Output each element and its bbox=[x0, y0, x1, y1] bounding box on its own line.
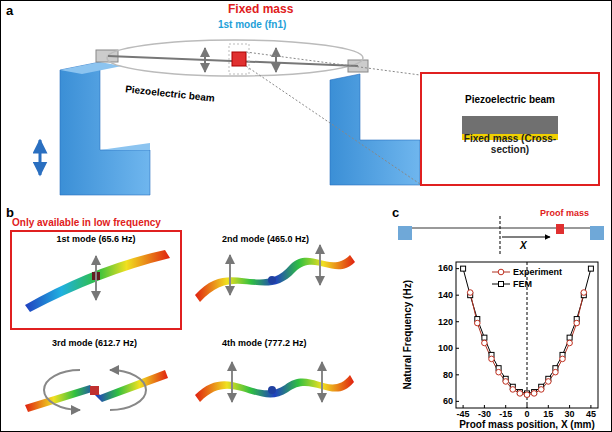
tick bbox=[456, 348, 459, 349]
cross-section bbox=[422, 74, 598, 184]
tick bbox=[456, 374, 459, 375]
tick bbox=[456, 268, 459, 269]
mode-label: 4th mode (777.2 Hz) bbox=[222, 338, 307, 348]
tick-label: -45 bbox=[457, 409, 470, 419]
tick-label: 60 bbox=[443, 396, 453, 406]
axis-title: Natural Frequency (Hz) bbox=[402, 280, 414, 389]
legend-sample bbox=[498, 269, 504, 275]
experiment-marker bbox=[496, 369, 502, 375]
experiment-marker bbox=[467, 290, 473, 296]
tick-label: -30 bbox=[478, 409, 491, 419]
experiment-marker bbox=[524, 392, 530, 398]
frequency-chart bbox=[456, 262, 598, 408]
mode-label: 1st mode (65.6 Hz) bbox=[12, 234, 180, 244]
experiment-marker bbox=[574, 320, 580, 326]
tick bbox=[548, 405, 549, 408]
tick-label: -15 bbox=[499, 409, 512, 419]
fem-marker bbox=[588, 266, 593, 271]
proof-mass-strip bbox=[398, 216, 604, 255]
experiment-marker bbox=[546, 379, 552, 385]
experiment-marker bbox=[503, 379, 509, 385]
box-heading: Only available in low frequency bbox=[12, 217, 161, 228]
panel-letter: c bbox=[392, 206, 399, 221]
mode-label: 2nd mode (465.0 Hz) bbox=[222, 234, 309, 244]
experiment-marker bbox=[510, 387, 516, 393]
experiment-marker bbox=[517, 391, 523, 397]
experiment-line bbox=[470, 293, 584, 395]
experiment-marker bbox=[581, 290, 587, 296]
legend-label: FEM bbox=[513, 279, 532, 289]
tick bbox=[484, 405, 485, 408]
part-label: Piezoelectric beam bbox=[125, 83, 216, 104]
part-label: Fixed mass (Cross-section) bbox=[455, 133, 565, 155]
legend-sample bbox=[499, 282, 504, 287]
tick-label: 45 bbox=[586, 409, 596, 419]
fem-marker bbox=[461, 266, 466, 271]
tick-label: 0 bbox=[524, 409, 529, 419]
tick bbox=[527, 405, 528, 408]
tick-label: 80 bbox=[443, 370, 453, 380]
highlight-box: Only available in low frequency1st mode … bbox=[10, 230, 182, 330]
fem-marker bbox=[482, 335, 487, 340]
axis-symbol: X bbox=[520, 240, 527, 252]
experiment-marker bbox=[489, 356, 495, 362]
tick bbox=[505, 405, 506, 408]
experiment-marker bbox=[538, 387, 544, 393]
plot-frame bbox=[456, 262, 598, 408]
experiment-marker bbox=[567, 340, 573, 346]
tick bbox=[590, 405, 591, 408]
tick-label: 120 bbox=[438, 317, 453, 327]
mode-label: 1st mode (fn1) bbox=[218, 19, 286, 31]
experiment-marker bbox=[531, 391, 537, 397]
panel-letter: a bbox=[6, 4, 13, 19]
tick-label: 100 bbox=[438, 343, 453, 353]
legend-label: Experiment bbox=[513, 267, 562, 277]
tick bbox=[463, 405, 464, 408]
tick-label: 30 bbox=[565, 409, 575, 419]
mass-label: Fixed mass bbox=[228, 3, 293, 17]
tick-label: 15 bbox=[543, 409, 553, 419]
tick-label: 140 bbox=[438, 290, 453, 300]
inset-box: Piezoelectric beamFixed mass (Cross-sect… bbox=[420, 72, 600, 186]
beam-setup bbox=[40, 40, 435, 195]
experiment-marker bbox=[475, 320, 481, 326]
tick bbox=[456, 295, 459, 296]
tick bbox=[456, 401, 459, 402]
mode-label: 3rd mode (612.7 Hz) bbox=[52, 338, 137, 348]
tick-label: 160 bbox=[438, 263, 453, 273]
tick bbox=[456, 321, 459, 322]
experiment-marker bbox=[560, 356, 566, 362]
part-label: Proof mass bbox=[540, 208, 589, 218]
experiment-marker bbox=[482, 340, 488, 346]
experiment-marker bbox=[553, 369, 559, 375]
axis-title: Proof mass position, X (mm) bbox=[459, 419, 595, 431]
fem-marker bbox=[567, 335, 572, 340]
tick bbox=[569, 405, 570, 408]
fem-line bbox=[463, 269, 591, 394]
part-label: Piezoelectric beam bbox=[422, 94, 598, 105]
